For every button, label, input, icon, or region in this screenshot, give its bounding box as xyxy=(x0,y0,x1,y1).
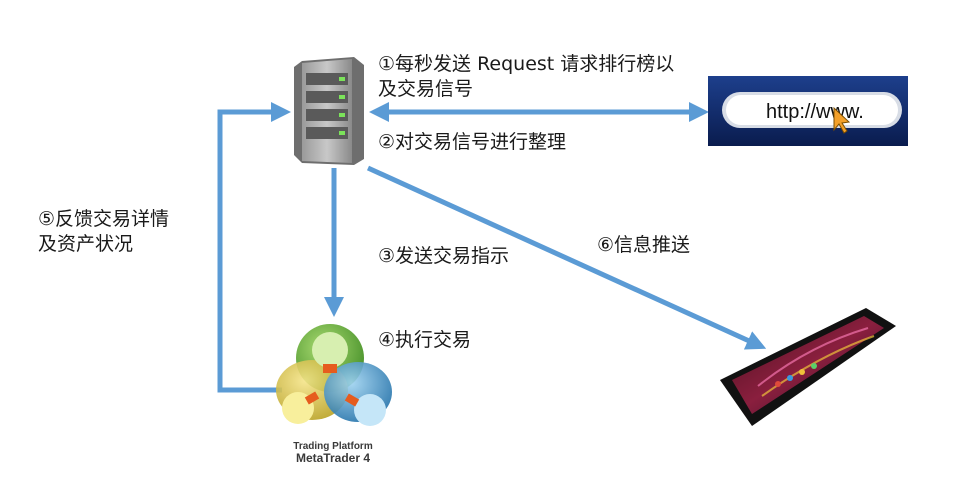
http-url-text: http://www. xyxy=(766,101,864,123)
platform-caption-line2: MetaTrader 4 xyxy=(270,452,396,465)
platform-name: MetaTrader xyxy=(295,451,360,465)
server-icon xyxy=(294,57,364,165)
step1-request-label: ①每秒发送 Request 请求排行榜以 及交易信号 xyxy=(378,52,674,102)
step3-send-instruction-label: ③发送交易指示 xyxy=(378,245,510,267)
http-address-bar-icon: http://www. xyxy=(708,76,908,146)
arrow-server-phone xyxy=(366,165,767,350)
step2-organize-label: ②对交易信号进行整理 xyxy=(378,131,567,153)
step5-line1: ⑤反馈交易详情 xyxy=(38,208,170,230)
platform-version: 4 xyxy=(363,451,371,465)
smartphone-icon xyxy=(720,308,896,426)
metatrader-logo-icon xyxy=(276,324,392,426)
metatrader-caption: Trading Platform MetaTrader 4 xyxy=(270,441,396,465)
step1-line1: ①每秒发送 Request 请求排行榜以 xyxy=(378,53,675,75)
step5-line2: 及资产状况 xyxy=(38,233,134,255)
step5-feedback-label: ⑤反馈交易详情 及资产状况 xyxy=(38,207,169,257)
arrow-platform-feedback xyxy=(217,102,291,393)
step4-execute-label: ④执行交易 xyxy=(378,329,472,351)
platform-caption-line1: Trading Platform xyxy=(293,441,373,452)
http-bar-graphic: http://www. xyxy=(708,76,908,146)
step1-line2: 及交易信号 xyxy=(378,78,474,100)
step6-push-label: ⑥信息推送 xyxy=(597,234,691,256)
